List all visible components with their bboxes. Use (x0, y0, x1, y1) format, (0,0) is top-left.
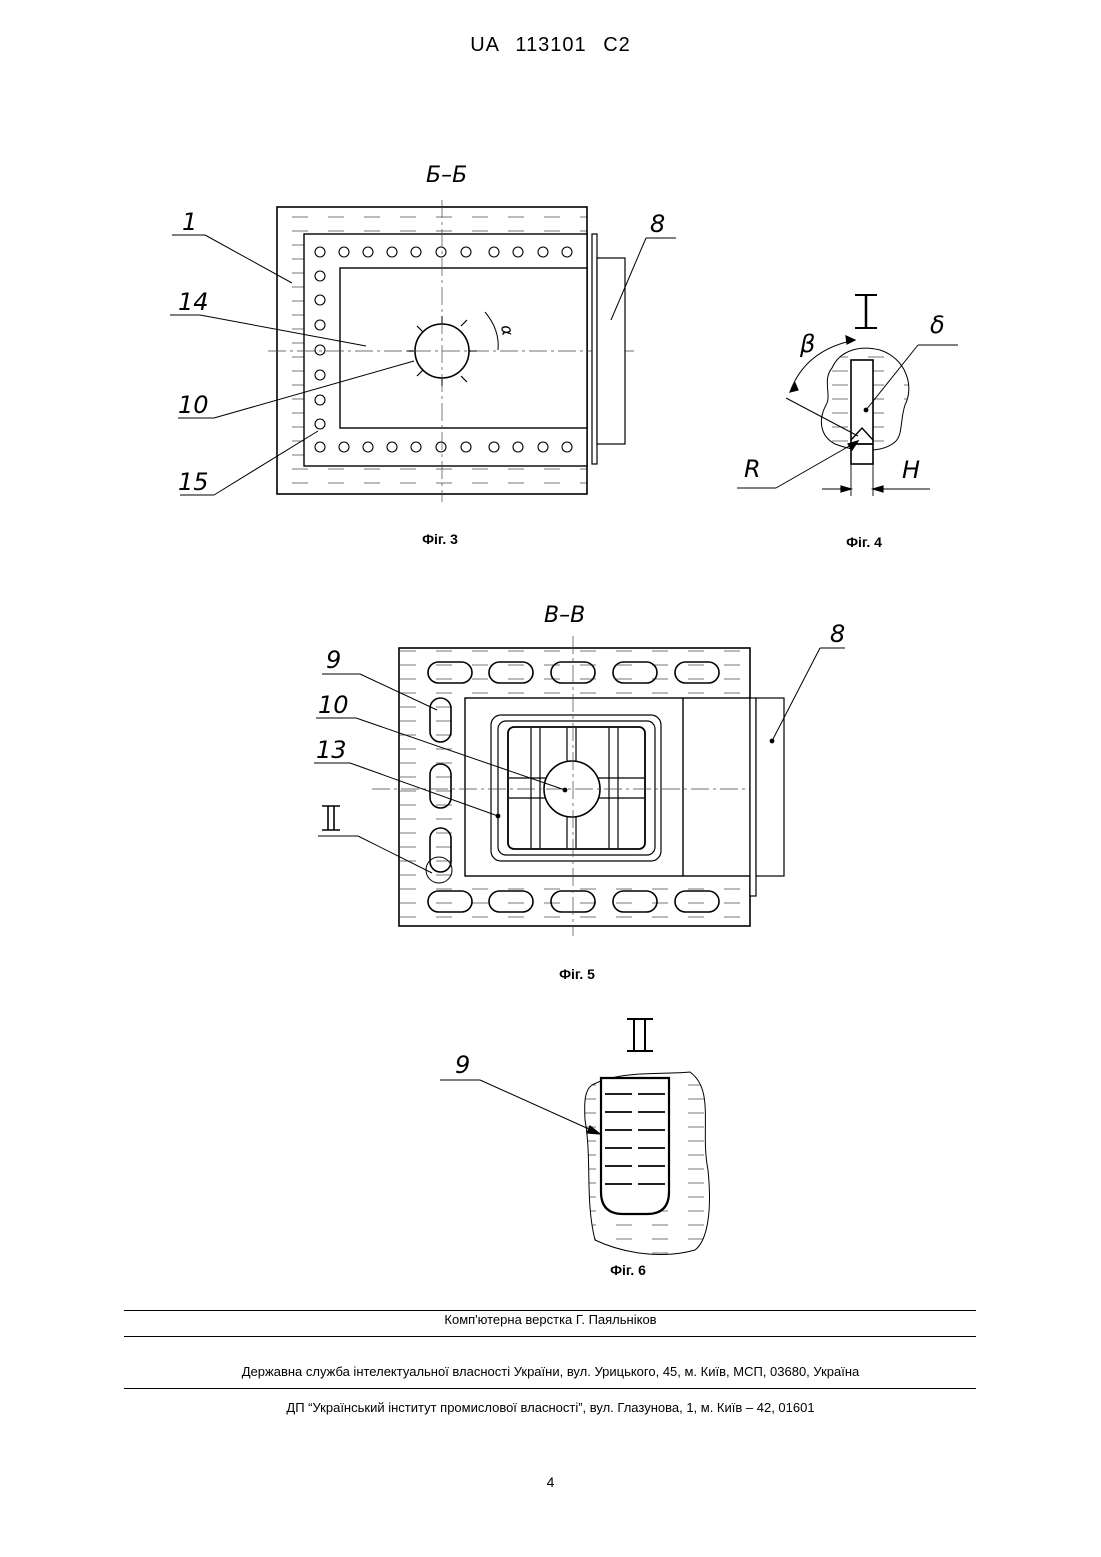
fig4-callout-H: H (902, 456, 920, 484)
figure-3-caption: Фіг. 3 (390, 531, 490, 547)
figure-3-drawing: Б–Б (170, 163, 676, 502)
fig4-callout-R: R (744, 455, 761, 483)
footer-agency: Державна служба інтелектуальної власност… (0, 1364, 1101, 1379)
figure-5-drawing: В–В (314, 603, 845, 936)
figure-4-caption: Фіг. 4 (814, 534, 914, 550)
fig3-callout-10: 10 (178, 391, 209, 419)
footer-typesetting: Комп'ютерна верстка Г. Паяльніков (0, 1312, 1101, 1327)
fig3-section-label: Б–Б (426, 163, 467, 188)
fig6-callout-9: 9 (455, 1051, 470, 1079)
fig5-callout-8: 8 (830, 620, 845, 648)
fig3-callout-15: 15 (178, 468, 209, 496)
figure-6-caption: Фіг. 6 (578, 1262, 678, 1278)
footer-rule-top (124, 1310, 976, 1311)
fig5-callout-10: 10 (318, 691, 349, 719)
fig5-callout-13: 13 (316, 736, 347, 764)
figure-4-drawing: β δ R H (737, 295, 958, 496)
footer-rule-bottom (124, 1388, 976, 1389)
figure-5-caption: Фіг. 5 (527, 966, 627, 982)
fig3-callout-1: 1 (182, 208, 197, 236)
fig5-callout-9: 9 (326, 646, 341, 674)
footer-institute: ДП “Український інститут промислової вла… (0, 1400, 1101, 1415)
fig3-callout-8: 8 (650, 210, 665, 238)
page-number: 4 (0, 1474, 1101, 1490)
fig4-callout-delta: δ (930, 311, 945, 339)
fig5-section-label: В–В (544, 603, 585, 628)
figure-6-drawing: 9 (440, 1019, 709, 1255)
fig3-callout-14: 14 (178, 288, 209, 316)
footer-rule-middle (124, 1336, 976, 1337)
fig4-callout-beta: β (799, 330, 815, 358)
